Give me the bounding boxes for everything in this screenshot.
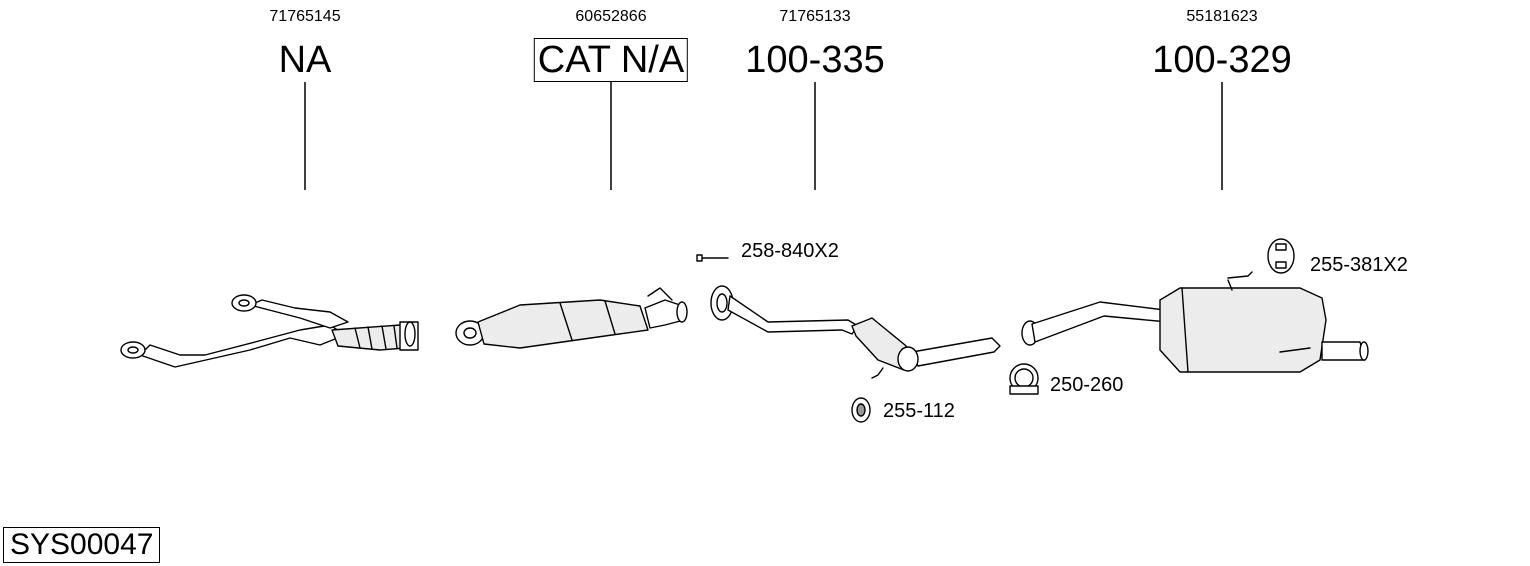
rubber-hanger-drawing <box>1267 238 1295 274</box>
part-ref-front-pipe[interactable]: NA <box>278 39 332 81</box>
mounting-ring-drawing <box>851 397 871 423</box>
accessory-hanger-label[interactable]: 255-381X2 <box>1310 254 1408 276</box>
rear-silencer-drawing <box>1021 271 1369 373</box>
clamp-drawing <box>1009 363 1039 395</box>
oe-number-middle-silencer: 71765133 <box>779 8 851 25</box>
accessory-bolt-label[interactable]: 258-840X2 <box>741 240 839 262</box>
part-ref-middle-silencer[interactable]: 100-335 <box>745 39 885 81</box>
oe-number-front-pipe: 71765145 <box>269 8 341 25</box>
part-ref-rear-silencer[interactable]: 100-329 <box>1152 39 1292 81</box>
system-id-label: SYS00047 <box>3 527 161 563</box>
front-pipe-drawing <box>120 294 419 368</box>
middle-silencer-drawing <box>710 285 1001 379</box>
accessory-clamp-label[interactable]: 250-260 <box>1050 374 1124 396</box>
bolt-drawing <box>696 254 729 262</box>
oe-number-rear-silencer: 55181623 <box>1186 8 1258 25</box>
accessory-ring-label[interactable]: 255-112 <box>883 400 955 422</box>
catalytic-converter-drawing <box>455 287 688 349</box>
oe-number-catalytic-converter: 60652866 <box>575 8 647 25</box>
part-ref-catalytic-converter[interactable]: CAT N/A <box>533 38 689 82</box>
